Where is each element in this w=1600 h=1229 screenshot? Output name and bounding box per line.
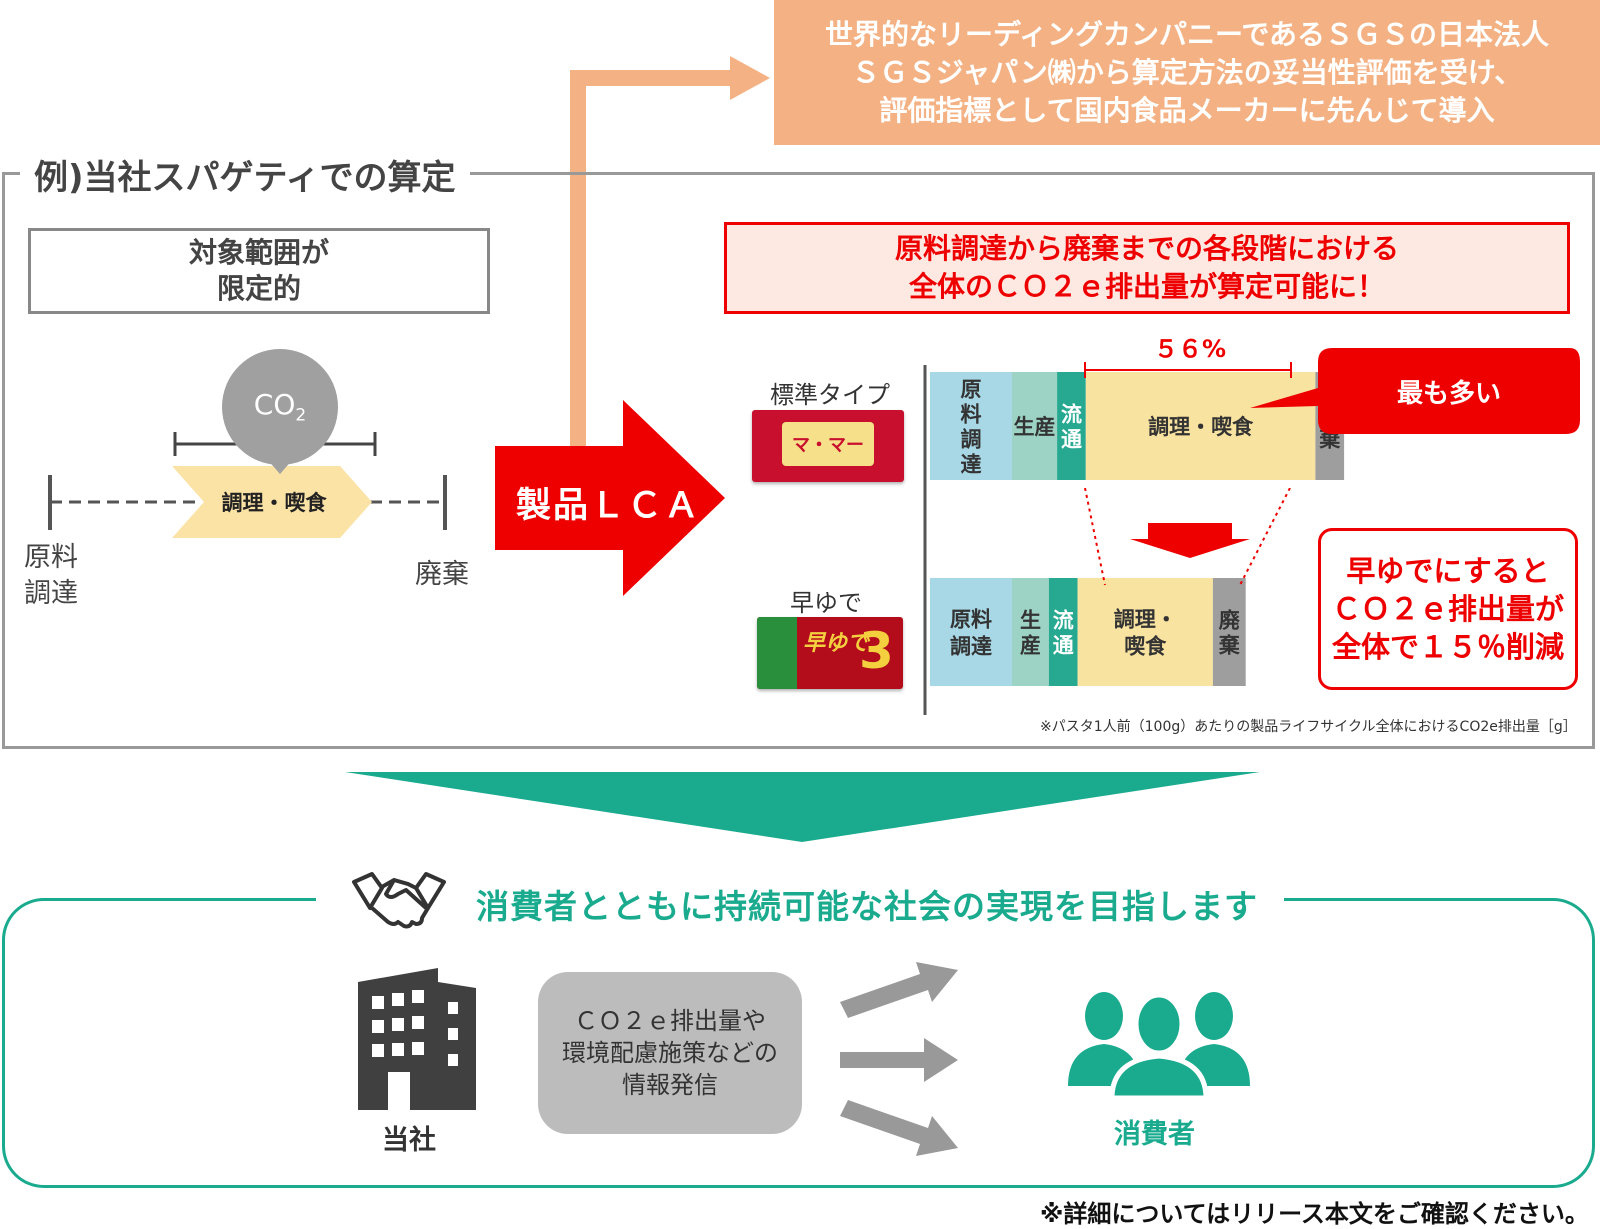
sgs-note-box: 世界的なリーディングカンパニーであるＳＧＳの日本法人 ＳＧＳジャパン㈱から算定方… bbox=[774, 0, 1600, 145]
product-lca-arrow bbox=[495, 400, 725, 596]
chart-footnote: ※パスタ1人前（100g）あたりの製品ライフサイクル全体におけるCO2e排出量［… bbox=[1040, 719, 1577, 735]
sgs-note-line3: 評価指標として国内食品メーカーに先んじて導入 bbox=[879, 93, 1495, 127]
label-disposal: 廃棄 bbox=[415, 559, 469, 590]
callout-most-text: 最も多い bbox=[1396, 378, 1501, 409]
example-frame bbox=[2, 172, 1595, 749]
reduce-line2: ＣＯ２ｅ排出量が bbox=[1331, 592, 1564, 626]
info-box: ＣＯ２ｅ排出量や 環境配慮施策などの 情報発信 bbox=[538, 972, 802, 1134]
percent-bracket bbox=[1084, 362, 1292, 378]
stage-cooking-label: 調理・喫食 bbox=[221, 491, 327, 515]
reduce-line1: 早ゆでにすると bbox=[1346, 554, 1550, 588]
fast-brand-text: 早ゆで bbox=[803, 631, 870, 656]
bar-standard-segment-0 bbox=[930, 372, 1012, 480]
co2-sub: 2 bbox=[295, 405, 307, 426]
standard-package-image: マ・マー bbox=[752, 410, 904, 482]
comparison-connector bbox=[1084, 488, 1291, 586]
callout-most-shape bbox=[1250, 348, 1580, 434]
bar-standard-segment-3 bbox=[1085, 372, 1316, 480]
headline-line2: 全体のＣＯ２ｅ排出量が算定可能に！ bbox=[908, 270, 1385, 303]
bar-standard-segment-2 bbox=[1057, 372, 1086, 480]
scope-box: 対象範囲が 限定的 bbox=[28, 228, 490, 314]
society-title: 消費者とともに持続可能な社会の実現を目指します bbox=[476, 887, 1258, 926]
fast-package-image: 早ゆで 3 bbox=[757, 617, 903, 689]
callout-reduce-box: 早ゆでにすると ＣＯ２ｅ排出量が 全体で１５％削減 bbox=[1318, 528, 1578, 690]
limited-scope-diagram bbox=[48, 349, 447, 538]
building-icon bbox=[358, 968, 476, 1110]
bar-fast-segment-2 bbox=[1048, 578, 1078, 686]
bar-label-standard-1: 生産 bbox=[1014, 415, 1056, 439]
consumers-icon bbox=[1068, 992, 1250, 1098]
standard-brand-text: マ・マー bbox=[792, 435, 864, 456]
sgs-note-line2: ＳＧＳジャパン㈱から算定方法の妥当性評価を受け、 bbox=[851, 55, 1523, 89]
consumer-label: 消費者 bbox=[1114, 1119, 1195, 1150]
standard-type-label: 標準タイプ bbox=[770, 381, 890, 409]
bar-label-fast-0: 原料調達 bbox=[950, 608, 992, 659]
lca-headline-box: 原料調達から廃棄までの各段階における 全体のＣＯ２ｅ排出量が算定可能に！ bbox=[724, 222, 1570, 314]
company-label: 当社 bbox=[382, 1125, 436, 1156]
society-title-bar bbox=[316, 876, 1284, 924]
sgs-note-line1: 世界的なリーディングカンパニーであるＳＧＳの日本法人 bbox=[824, 17, 1550, 51]
bar-label-fast-1: 生産 bbox=[1020, 609, 1041, 658]
co2-main: CO bbox=[253, 388, 296, 421]
bar-standard-segment-1 bbox=[1012, 372, 1058, 480]
bar-label-fast-3: 調理・喫食 bbox=[1114, 608, 1177, 659]
label-raw-line2: 調達 bbox=[24, 578, 78, 609]
reduce-line3: 全体で１５％削減 bbox=[1331, 630, 1564, 664]
bar-fast-segment-4 bbox=[1212, 578, 1246, 686]
bar-label-standard-0: 原料調達 bbox=[961, 378, 982, 477]
scope-line2: 限定的 bbox=[216, 272, 301, 305]
sgs-connector-arrow bbox=[570, 56, 770, 455]
fast-type-label: 早ゆで bbox=[790, 589, 862, 617]
fast-number-text: 3 bbox=[859, 622, 894, 680]
bar-label-standard-2: 流通 bbox=[1061, 403, 1082, 452]
teal-down-arrow bbox=[345, 772, 1260, 842]
bar-fast-segment-0 bbox=[930, 578, 1012, 686]
info-line2: 環境配慮施策などの bbox=[562, 1039, 778, 1067]
footer-note: ※詳細についてはリリース本文をご確認ください。 bbox=[1040, 1200, 1589, 1228]
product-lca-label: 製品ＬＣＡ bbox=[516, 486, 702, 526]
handshake-icon bbox=[352, 872, 446, 929]
headline-line1: 原料調達から廃棄までの各段階における bbox=[894, 232, 1399, 265]
example-title: 例)当社スパゲティでの算定 bbox=[20, 154, 470, 202]
percent-label: ５６% bbox=[1153, 334, 1227, 363]
label-raw-line1: 原料 bbox=[24, 542, 78, 573]
bar-fast-segment-1 bbox=[1012, 578, 1049, 686]
bar-label-fast-4: 廃棄 bbox=[1219, 609, 1241, 658]
info-line1: ＣＯ２ｅ排出量や bbox=[574, 1007, 766, 1035]
info-line3: 情報発信 bbox=[622, 1071, 718, 1099]
co2-bubble-label: CO2 bbox=[240, 388, 320, 426]
label-raw-material: 原料 調達 bbox=[24, 540, 78, 612]
info-arrows bbox=[840, 962, 958, 1156]
scope-line1: 対象範囲が bbox=[188, 236, 329, 269]
bar-label-fast-2: 流通 bbox=[1053, 609, 1074, 658]
bar-label-standard-3: 調理・喫食 bbox=[1148, 415, 1254, 439]
bar-fast-segment-3 bbox=[1077, 578, 1213, 686]
